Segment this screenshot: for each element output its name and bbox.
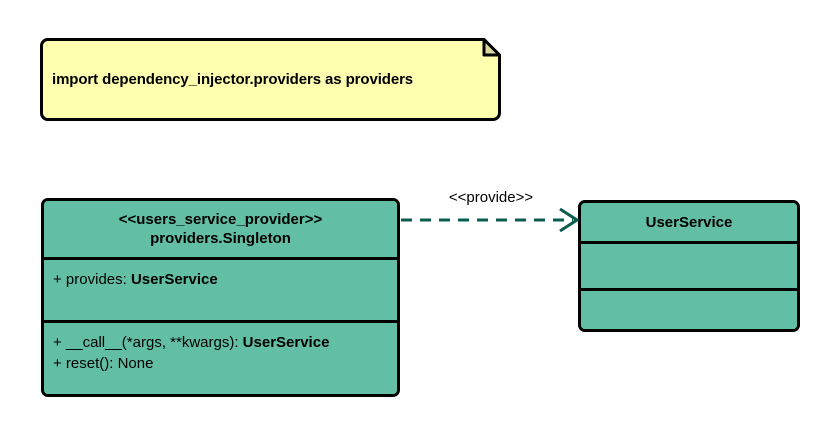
class-header-user-service: UserService xyxy=(581,203,797,241)
class-operations-compartment xyxy=(581,288,797,329)
class-stereotype: <<users_service_provider>> xyxy=(118,211,323,228)
class-box-user-service[interactable]: UserService xyxy=(578,200,800,332)
class-attributes-compartment: + provides: UserService xyxy=(44,257,397,320)
note-shape[interactable]: import dependency_injector.providers as … xyxy=(39,38,501,121)
class-attributes-compartment xyxy=(581,241,797,288)
attribute-label: + provides: xyxy=(53,271,131,288)
note-text: import dependency_injector.providers as … xyxy=(52,71,414,88)
class-box-users-service-provider[interactable]: <<users_service_provider>> providers.Sin… xyxy=(41,198,400,397)
operation-label: + __call__(*args, **kwargs): xyxy=(53,334,243,351)
operation-label: + reset(): None xyxy=(53,355,154,372)
operation-type: UserService xyxy=(242,334,330,351)
attribute-type: UserService xyxy=(130,271,218,288)
class-name: providers.Singleton xyxy=(150,230,291,247)
attribute-row: + provides: UserService xyxy=(53,269,388,290)
class-name: UserService xyxy=(645,213,733,231)
class-header-users-service-provider: <<users_service_provider>> providers.Sin… xyxy=(44,201,397,257)
dependency-connector-provide[interactable] xyxy=(395,180,590,240)
open-arrowhead-icon xyxy=(559,207,580,233)
operation-row: + __call__(*args, **kwargs): UserService xyxy=(53,332,388,353)
class-operations-compartment: + __call__(*args, **kwargs): UserService… xyxy=(44,320,397,394)
connector-label-provide: <<provide>> xyxy=(448,189,534,206)
note-outline-icon xyxy=(39,38,501,121)
operation-row: + reset(): None xyxy=(53,353,388,374)
